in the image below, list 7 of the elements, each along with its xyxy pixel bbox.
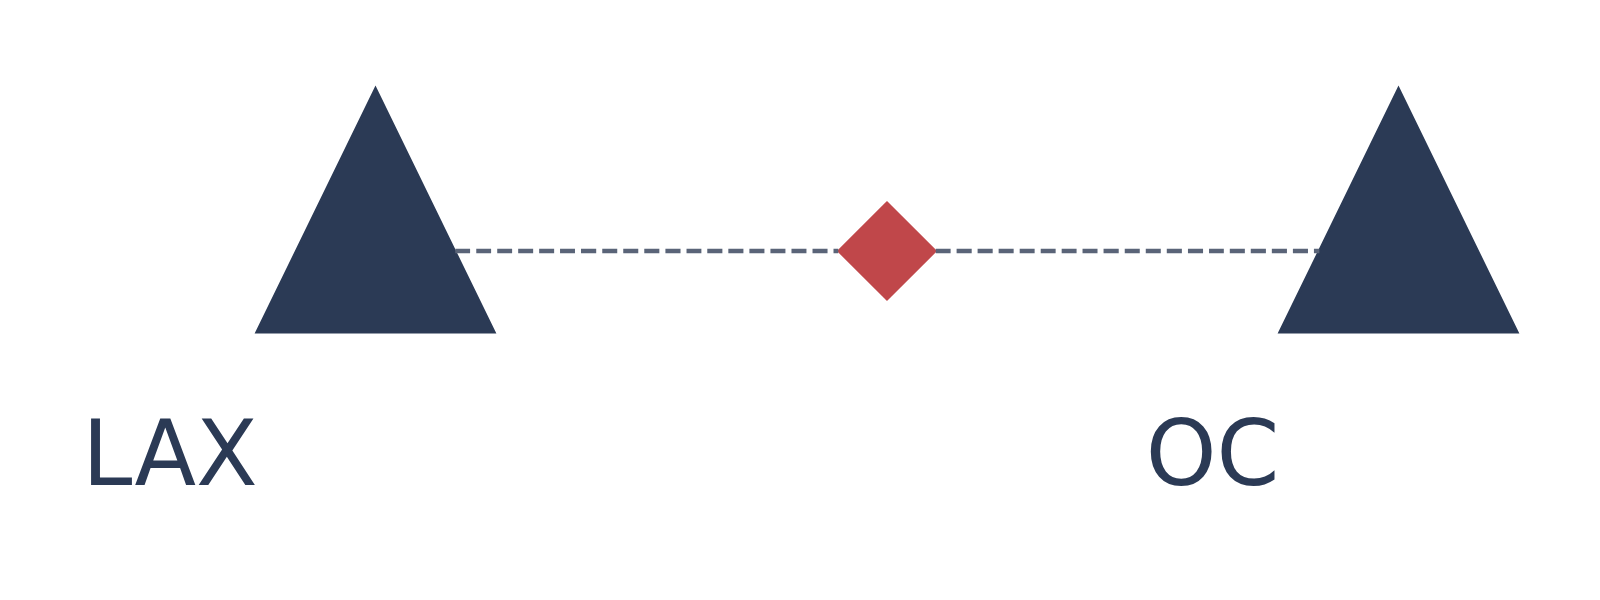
connector [455,248,839,253]
node-picture [254,85,497,333]
node-label: LAX [82,400,258,506]
node-picture [1277,85,1520,333]
node-label: OC [1145,400,1280,506]
connector [935,248,1320,253]
node-cross [836,200,938,301]
